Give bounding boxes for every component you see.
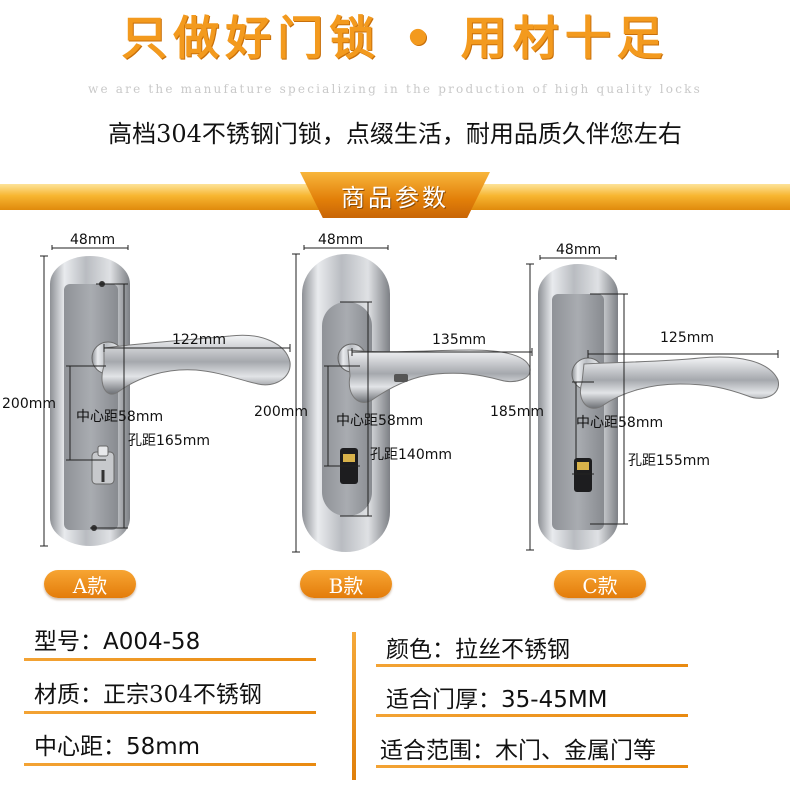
tagline: we are the manufature specializing in th… bbox=[88, 82, 702, 96]
spec-color-label: 颜色： bbox=[386, 637, 455, 663]
lock-a-center-distance: 中心距58mm bbox=[76, 409, 164, 425]
spec-rule-3 bbox=[24, 763, 316, 766]
lock-c-width: 48mm bbox=[556, 242, 602, 258]
lock-a-hole-distance: 孔距165mm bbox=[128, 433, 210, 449]
section-banner-tab: 商品参数 bbox=[300, 172, 490, 218]
lock-a-width: 48mm bbox=[70, 232, 116, 248]
spec-rule-5 bbox=[376, 714, 688, 717]
spec-rule-1 bbox=[24, 658, 316, 661]
lock-c-handle-length: 125mm bbox=[660, 330, 714, 346]
lock-b-handle bbox=[347, 349, 531, 403]
spec-material-label: 材质： bbox=[34, 682, 103, 708]
spec-color: 颜色：拉丝不锈钢 bbox=[386, 630, 570, 664]
headline: 只做好门锁 • 用材十足 bbox=[121, 11, 669, 65]
spec-door-thickness: 适合门厚：35-45MM bbox=[386, 680, 608, 714]
variant-badge-b: B款 bbox=[300, 570, 392, 598]
spec-model-value: A004-58 bbox=[103, 629, 201, 655]
spec-model-label: 型号： bbox=[34, 629, 103, 655]
lock-a-handle-length: 122mm bbox=[172, 332, 226, 348]
section-title: 商品参数 bbox=[341, 183, 449, 212]
spec-rule-2 bbox=[24, 711, 316, 714]
lock-c-center-distance: 中心距58mm bbox=[576, 415, 664, 431]
spec-color-value: 拉丝不锈钢 bbox=[455, 637, 570, 663]
lock-b bbox=[292, 245, 533, 553]
variant-badge-a: A款 bbox=[44, 570, 136, 598]
lock-c-handle bbox=[580, 356, 779, 409]
spec-center: 中心距：58mm bbox=[34, 727, 200, 761]
lock-c bbox=[526, 255, 779, 551]
variant-badge-c: C款 bbox=[554, 570, 646, 598]
spec-rule-4 bbox=[376, 664, 688, 667]
spec-center-label: 中心距： bbox=[34, 734, 126, 760]
spec-rule-6 bbox=[376, 765, 688, 768]
lock-a-handle bbox=[101, 334, 291, 395]
subtitle: 高档304不锈钢门锁，点缀生活，耐用品质久伴您左右 bbox=[108, 120, 682, 148]
lock-a-height: 200mm bbox=[2, 396, 56, 412]
lock-c-hole-distance: 孔距155mm bbox=[628, 453, 710, 469]
lock-b-width: 48mm bbox=[318, 232, 364, 248]
spec-door-thickness-label: 适合门厚： bbox=[386, 687, 501, 713]
spec-center-value: 58mm bbox=[126, 734, 201, 760]
lock-b-handle-length: 135mm bbox=[432, 332, 486, 348]
spec-material-value: 正宗304不锈钢 bbox=[103, 682, 262, 708]
lock-b-center-distance: 中心距58mm bbox=[336, 413, 424, 429]
lock-c-height: 185mm bbox=[490, 404, 544, 420]
spec-scope-label: 适合范围： bbox=[380, 738, 495, 764]
spec-model: 型号：A004-58 bbox=[34, 622, 200, 656]
spec-material: 材质：正宗304不锈钢 bbox=[34, 675, 262, 709]
lock-b-height: 200mm bbox=[254, 404, 308, 420]
lock-b-hole-distance: 孔距140mm bbox=[370, 447, 452, 463]
spec-scope-value: 木门、金属门等 bbox=[495, 738, 656, 764]
spec-door-thickness-value: 35-45MM bbox=[501, 687, 608, 713]
spec-divider bbox=[352, 632, 356, 780]
lock-a bbox=[40, 245, 291, 547]
spec-scope: 适合范围：木门、金属门等 bbox=[380, 731, 656, 765]
